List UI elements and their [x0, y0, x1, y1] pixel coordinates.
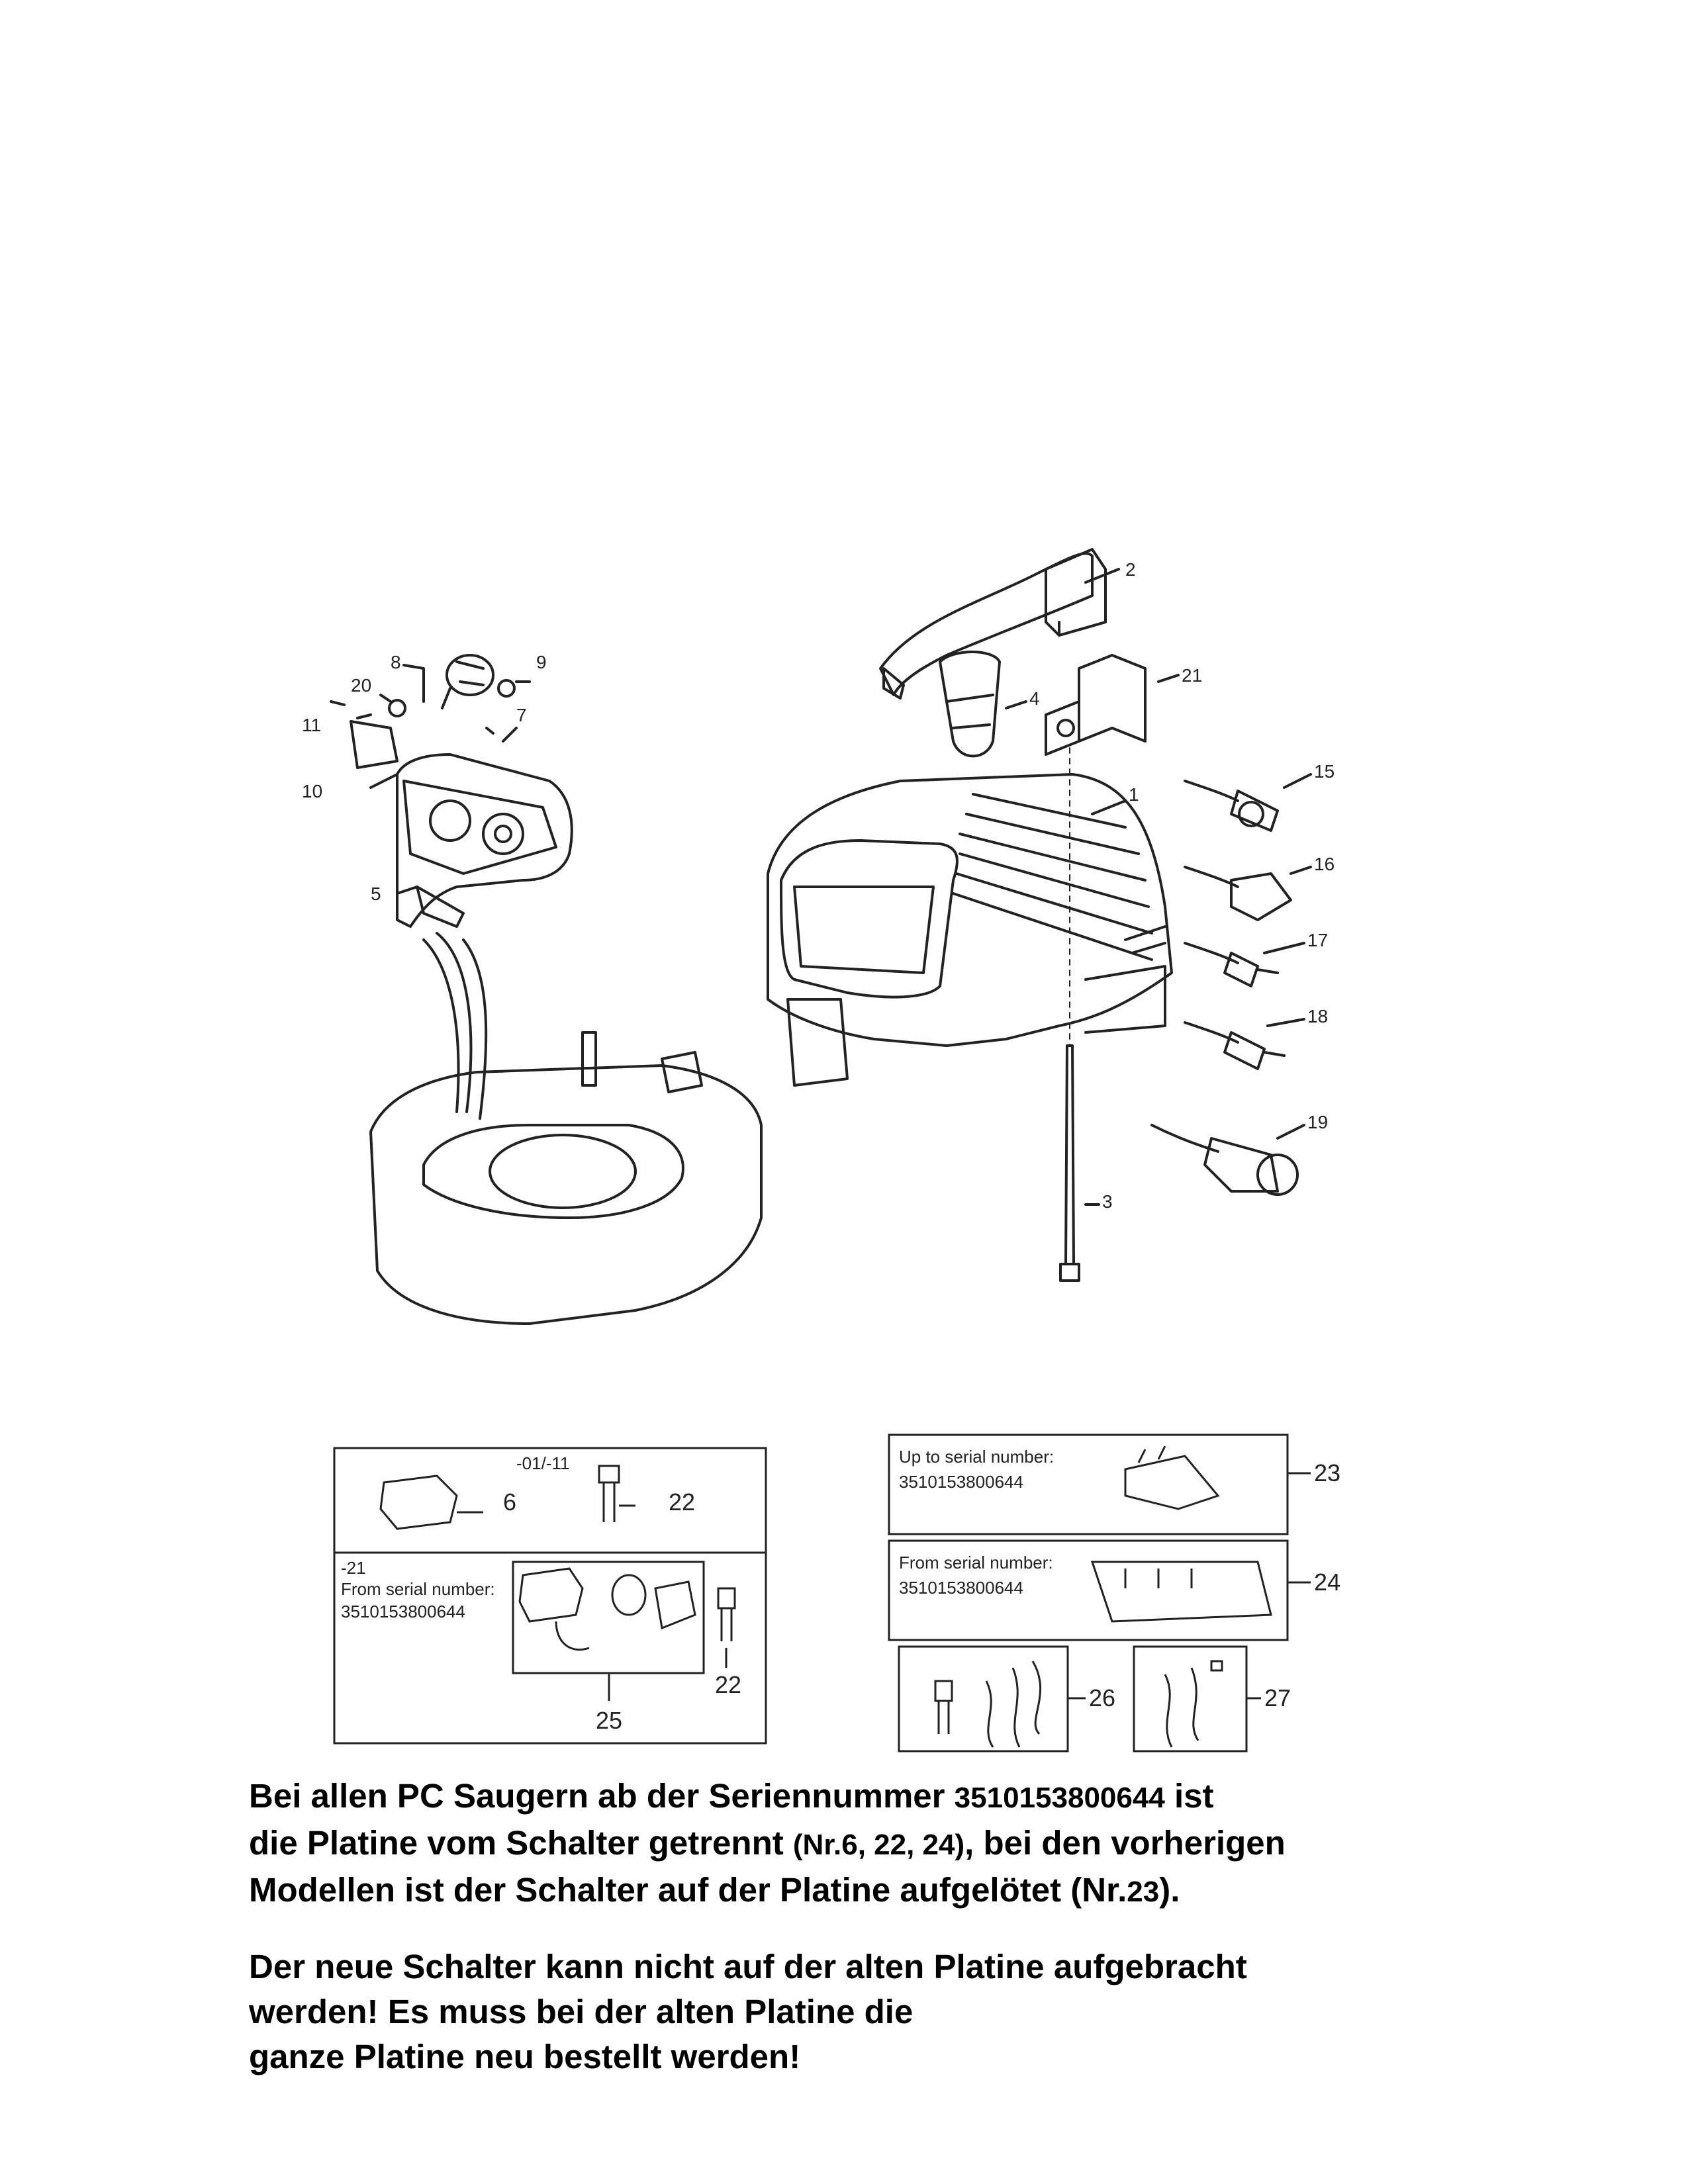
note-text: ist — [1164, 1777, 1214, 1815]
callout-5: 5 — [371, 884, 381, 904]
callout-3: 3 — [1102, 1191, 1113, 1212]
callout-10: 10 — [302, 781, 322, 801]
from-serial-number-right: 3510153800644 — [899, 1578, 1023, 1598]
variant-box-21 — [333, 1551, 767, 1745]
handle-part — [879, 548, 1107, 700]
note-line-1: Bei allen PC Saugern ab der Seriennummer… — [249, 1774, 1573, 1821]
note-text: Modellen ist der Schalter auf der Platin… — [249, 1871, 1127, 1909]
callout-8: 8 — [391, 652, 401, 672]
callout-1: 1 — [1129, 784, 1139, 805]
callout-11: 11 — [302, 715, 321, 735]
part-27-box — [1133, 1645, 1248, 1752]
callout-20: 20 — [351, 675, 371, 696]
note-line-3: Modellen ist der Schalter auf der Platin… — [249, 1868, 1573, 1915]
note-line-2: die Platine vom Schalter getrennt (Nr.6,… — [249, 1821, 1573, 1868]
variant-label-21: -21 — [341, 1558, 366, 1578]
callout-18: 18 — [1307, 1006, 1328, 1026]
motor-cover-part — [767, 773, 1173, 1087]
part-26-box — [898, 1645, 1069, 1752]
callout-23: 23 — [1314, 1459, 1340, 1486]
note-line-6: ganze Platine neu bestellt werden! — [249, 2038, 801, 2075]
callout-27: 27 — [1264, 1684, 1291, 1711]
note-text: die Platine vom Schalter getrennt — [249, 1824, 793, 1862]
note-line-4: Der neue Schalter kann nicht auf der alt… — [249, 1948, 1247, 1985]
plug-15 — [1184, 780, 1279, 832]
from-serial-box — [888, 1539, 1289, 1641]
note-text: Bei allen PC Saugern ab der Seriennummer — [249, 1777, 955, 1815]
from-serial-label-right: From serial number: — [899, 1553, 1053, 1572]
serial-note-paragraph: Bei allen PC Saugern ab der Seriennummer… — [249, 1774, 1573, 1915]
callout-15: 15 — [1314, 761, 1335, 782]
screw-8 — [441, 687, 451, 709]
bracket-part — [1045, 654, 1147, 756]
knob-part — [445, 654, 494, 696]
callout-26: 26 — [1089, 1684, 1115, 1711]
note-text: , bei den vorherigen — [964, 1824, 1286, 1862]
callout-21: 21 — [1182, 665, 1202, 686]
variant-label-01-11: -01/-11 — [516, 1453, 569, 1473]
plug-17 — [1184, 942, 1279, 987]
warning-note-paragraph: Der neue Schalter kann nicht auf der alt… — [249, 1944, 1573, 2079]
callout-19: 19 — [1307, 1112, 1328, 1132]
screw-7 — [485, 727, 494, 735]
plug-18 — [1184, 1021, 1286, 1070]
note-part-reference: 23 — [1127, 1876, 1160, 1908]
switch-kit-box — [512, 1561, 705, 1674]
callout-22-top: 22 — [669, 1488, 695, 1516]
callout-25: 25 — [596, 1707, 622, 1734]
up-to-serial-number: 3510153800644 — [899, 1472, 1023, 1492]
from-serial-label: From serial number: — [341, 1579, 495, 1599]
callout-17: 17 — [1307, 930, 1328, 950]
note-text: ). — [1159, 1871, 1180, 1909]
callout-24: 24 — [1314, 1569, 1340, 1596]
cover-cap-part — [939, 651, 1001, 758]
o-ring-part — [497, 679, 516, 698]
note-serial-number: 3510153800644 — [954, 1782, 1165, 1814]
base-housing-part — [369, 932, 763, 1325]
up-to-serial-box — [888, 1433, 1289, 1535]
washer-part — [388, 699, 406, 717]
up-to-serial-label: Up to serial number: — [899, 1447, 1054, 1467]
plug-16 — [1184, 866, 1292, 921]
from-serial-number: 3510153800644 — [341, 1602, 465, 1621]
callout-22-bottom: 22 — [715, 1671, 741, 1698]
note-line-5: werden! Es muss bei der alten Platine di… — [249, 1993, 914, 2030]
callout-4: 4 — [1029, 688, 1040, 709]
bolt-part — [1059, 1044, 1080, 1282]
callout-6: 6 — [503, 1488, 516, 1516]
callout-7: 7 — [516, 705, 527, 725]
plug-19 — [1150, 1124, 1299, 1196]
note-part-reference: (Nr.6, 22, 24) — [792, 1829, 965, 1861]
screw-11 — [330, 700, 346, 706]
cover-plate-part — [350, 720, 399, 769]
callout-16: 16 — [1314, 854, 1335, 874]
control-panel-part — [396, 753, 573, 928]
callout-2: 2 — [1125, 559, 1136, 580]
callout-9: 9 — [536, 652, 547, 672]
